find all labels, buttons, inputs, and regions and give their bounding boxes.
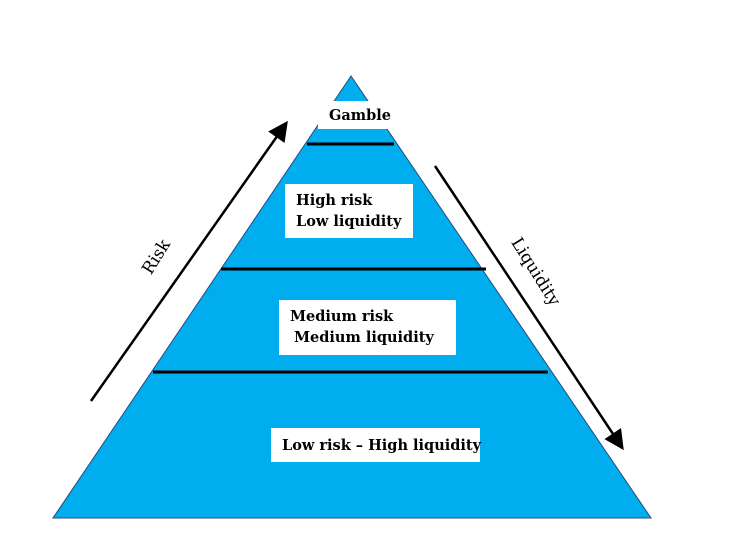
risk-arrow (89, 120, 288, 402)
gamble-tier-label: Gamble (318, 101, 398, 129)
gamble-text: Gamble (329, 107, 391, 124)
liquidity-arrow (433, 165, 624, 451)
medium-risk-text: Medium risk (290, 308, 394, 325)
medium-risk-tier-label: Medium risk Medium liquidity (279, 300, 456, 355)
pyramid-shape (52, 75, 652, 519)
low-risk-tier-label: Low risk – High liquidity (271, 428, 482, 462)
low-risk-high-liquidity-text: Low risk – High liquidity (282, 437, 482, 454)
high-risk-tier-label: High risk Low liquidity (285, 184, 413, 238)
medium-liquidity-text: Medium liquidity (294, 329, 434, 346)
low-liquidity-text: Low liquidity (296, 213, 402, 230)
high-risk-text: High risk (296, 192, 373, 209)
